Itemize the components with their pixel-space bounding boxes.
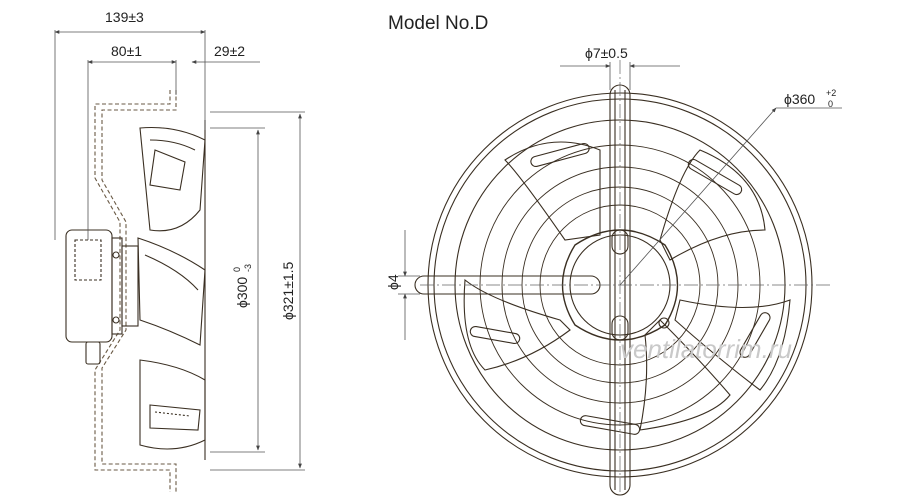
guard-outline	[94, 90, 171, 492]
dim-overall-depth: 139±3	[105, 9, 144, 25]
hub	[561, 229, 679, 341]
dim-blade-depth: 29±2	[214, 43, 245, 59]
dim-bolt-circle-sub: 0	[828, 99, 833, 109]
motor-box	[65, 229, 113, 343]
dim-outer-dia: ϕ321±1.5	[280, 261, 296, 320]
blade-top-side	[139, 127, 206, 232]
blade-front-lower-right	[674, 299, 791, 391]
center-lines	[420, 60, 830, 495]
blade-front-right	[659, 149, 766, 261]
side-view	[65, 90, 206, 492]
watermark: ventilatorrim.ru	[620, 334, 792, 364]
blade-front-left	[463, 278, 571, 371]
dim-slot-text: ϕ4	[385, 274, 401, 290]
dim-inner-dia-main: ϕ300	[234, 277, 250, 308]
dim-slot: ϕ4	[385, 274, 401, 290]
dim-inner-dia-sub: -3	[243, 264, 253, 272]
dim-bolt-circle-main: ϕ360	[784, 91, 815, 107]
blade-front-top	[504, 141, 601, 241]
dim-motor-depth: 80±1	[111, 43, 142, 59]
blade-mid-side	[137, 237, 206, 346]
model-title: Model No.D	[388, 13, 488, 34]
dim-inner-dia: ϕ300 0 -3	[232, 264, 253, 308]
dim-outer-dia-text: ϕ321±1.5	[280, 261, 296, 320]
blade-front-bottom	[639, 319, 731, 431]
front-view	[414, 84, 813, 496]
front-dimensions	[398, 62, 842, 340]
terminal-box	[74, 239, 102, 281]
side-dimensions	[54, 30, 305, 471]
motor-foot	[85, 341, 101, 365]
dim-hole: ϕ7±0.5	[585, 45, 628, 61]
dim-bolt-circle: ϕ360 +2 0	[784, 88, 836, 109]
dim-inner-dia-sup: 0	[232, 267, 242, 272]
dim-bolt-circle-sup: +2	[826, 88, 836, 98]
